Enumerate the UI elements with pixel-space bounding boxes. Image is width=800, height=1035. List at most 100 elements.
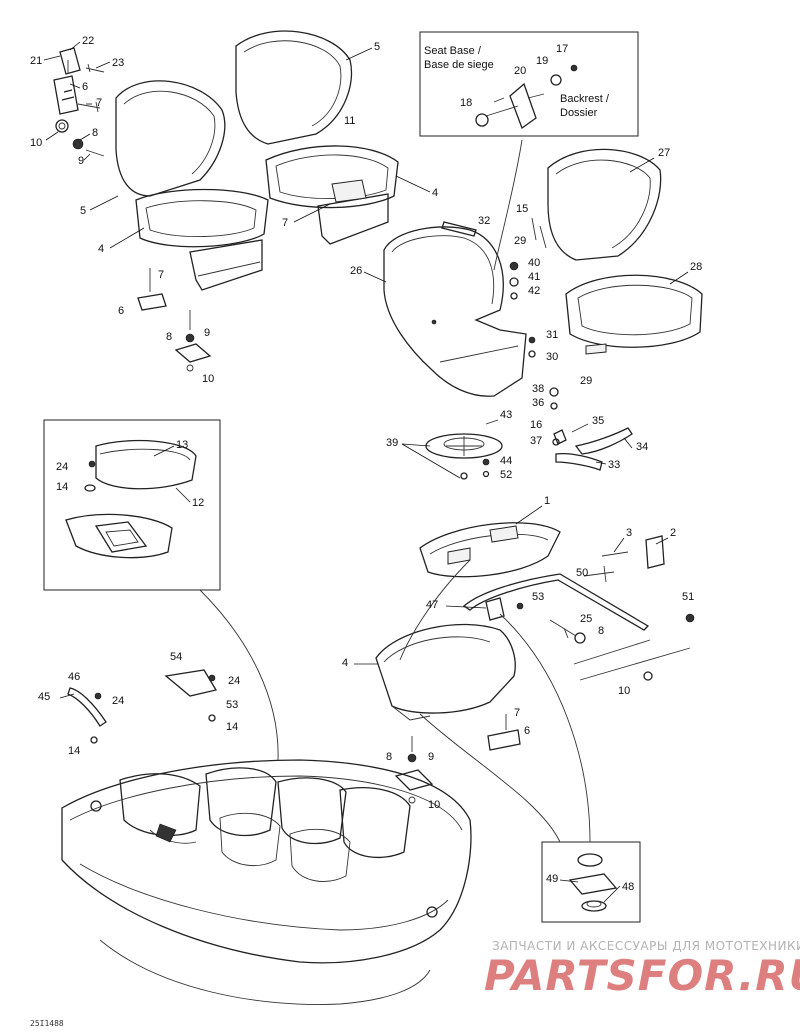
part-label-10: 10 xyxy=(428,799,440,811)
part-label-32: 32 xyxy=(478,215,490,227)
seat-base-shell xyxy=(383,221,527,397)
part-label-8: 8 xyxy=(386,751,392,763)
part-label-29: 29 xyxy=(514,235,526,247)
part-label-12: 12 xyxy=(192,497,204,509)
part-label-7: 7 xyxy=(514,707,520,719)
fastener-stack-left xyxy=(137,268,212,372)
part-label-53: 53 xyxy=(226,699,238,711)
part-label-7: 7 xyxy=(282,217,288,229)
part-label-36: 36 xyxy=(532,397,544,409)
part-label-8: 8 xyxy=(166,331,172,343)
part-label-34: 34 xyxy=(636,441,648,453)
part-label-41: 41 xyxy=(528,271,540,283)
part-label-24: 24 xyxy=(112,695,124,707)
part-label-48: 48 xyxy=(622,881,634,893)
part-label-26: 26 xyxy=(350,265,362,277)
part-label-33: 33 xyxy=(608,459,620,471)
backrest-caption-2: Dossier xyxy=(560,107,598,119)
part-label-28: 28 xyxy=(690,261,702,273)
part-label-4: 4 xyxy=(98,243,104,255)
rear-seat-right xyxy=(547,148,703,355)
part-label-49: 49 xyxy=(546,873,558,885)
part-label-6: 6 xyxy=(524,725,530,737)
part-label-35: 35 xyxy=(592,415,604,427)
part-label-15: 15 xyxy=(516,203,528,215)
watermark-brand: PARTSFOR.RU xyxy=(484,951,800,1000)
connector-curves xyxy=(199,139,591,843)
part-label-44: 44 xyxy=(500,455,512,467)
mount-inset xyxy=(541,841,641,923)
hinge-assembly xyxy=(53,47,105,157)
part-label-14: 14 xyxy=(56,481,68,493)
part-label-29: 29 xyxy=(580,375,592,387)
part-label-11: 11 xyxy=(344,115,355,127)
rear-seat-center xyxy=(235,30,399,245)
part-label-9: 9 xyxy=(428,751,434,763)
part-label-4: 4 xyxy=(342,657,348,669)
hinge-leaders xyxy=(43,41,111,161)
seat-base-inset xyxy=(419,31,639,137)
backrest-caption-1: Backrest / xyxy=(560,93,610,105)
seat-base-caption-1: Seat Base / xyxy=(424,45,482,57)
front-cover-assembly xyxy=(419,522,695,681)
part-label-47: 47 xyxy=(426,599,438,611)
part-label-1: 1 xyxy=(544,495,550,507)
part-label-6: 6 xyxy=(118,305,124,317)
boat-hull xyxy=(61,759,472,1005)
seat-base-caption-2: Base de siege xyxy=(424,59,494,71)
part-label-7: 7 xyxy=(158,269,164,281)
part-label-9: 9 xyxy=(204,327,210,339)
center-hardware xyxy=(425,217,567,480)
part-label-30: 30 xyxy=(546,351,558,363)
part-label-17: 17 xyxy=(556,43,568,55)
part-labels: 22 21 23 6 7 8 10 9 5 4 5 11 4 7 7 6 8 9… xyxy=(30,35,702,893)
part-label-8: 8 xyxy=(92,127,98,139)
part-label-20: 20 xyxy=(514,65,526,77)
part-label-54: 54 xyxy=(170,651,182,663)
part-label-18: 18 xyxy=(460,97,472,109)
part-label-31: 31 xyxy=(546,329,558,341)
part-label-37: 37 xyxy=(530,435,542,447)
part-label-10: 10 xyxy=(202,373,214,385)
label-leaders xyxy=(59,47,689,903)
part-label-14: 14 xyxy=(226,721,238,733)
watermark: ЗАПЧАСТИ И АКСЕССУАРЫ ДЛЯ МОТОТЕХНИКИ PA… xyxy=(484,939,800,1000)
rear-seat-left xyxy=(115,80,269,291)
part-label-14: 14 xyxy=(68,745,80,757)
part-label-3: 3 xyxy=(626,527,632,539)
storage-bucket xyxy=(375,623,521,804)
part-label-9: 9 xyxy=(78,155,84,167)
part-label-10: 10 xyxy=(30,137,42,149)
part-label-24: 24 xyxy=(56,461,68,473)
part-label-27: 27 xyxy=(658,147,670,159)
part-label-50: 50 xyxy=(576,567,588,579)
latch-arms xyxy=(555,423,633,471)
part-label-53: 53 xyxy=(532,591,544,603)
part-label-46: 46 xyxy=(68,671,80,683)
part-label-45: 45 xyxy=(38,691,50,703)
part-label-21: 21 xyxy=(30,55,42,67)
part-label-22: 22 xyxy=(82,35,94,47)
part-label-6: 6 xyxy=(82,81,88,93)
part-label-5: 5 xyxy=(374,41,380,53)
part-label-5: 5 xyxy=(80,205,86,217)
part-label-13: 13 xyxy=(176,439,188,451)
part-label-40: 40 xyxy=(528,257,540,269)
part-label-23: 23 xyxy=(112,57,124,69)
part-label-4: 4 xyxy=(432,187,438,199)
lower-left-hardware xyxy=(67,669,218,744)
part-label-43: 43 xyxy=(500,409,512,421)
part-label-16: 16 xyxy=(530,419,542,431)
part-label-24: 24 xyxy=(228,675,240,687)
part-label-42: 42 xyxy=(528,285,540,297)
part-label-52: 52 xyxy=(500,469,512,481)
part-label-51: 51 xyxy=(682,591,694,603)
part-label-7: 7 xyxy=(96,97,102,109)
part-label-39: 39 xyxy=(386,437,398,449)
figure-code: 25I1488 xyxy=(30,1019,64,1028)
part-label-19: 19 xyxy=(536,55,548,67)
part-label-2: 2 xyxy=(670,527,676,539)
part-label-25: 25 xyxy=(580,613,592,625)
part-label-8: 8 xyxy=(598,625,604,637)
